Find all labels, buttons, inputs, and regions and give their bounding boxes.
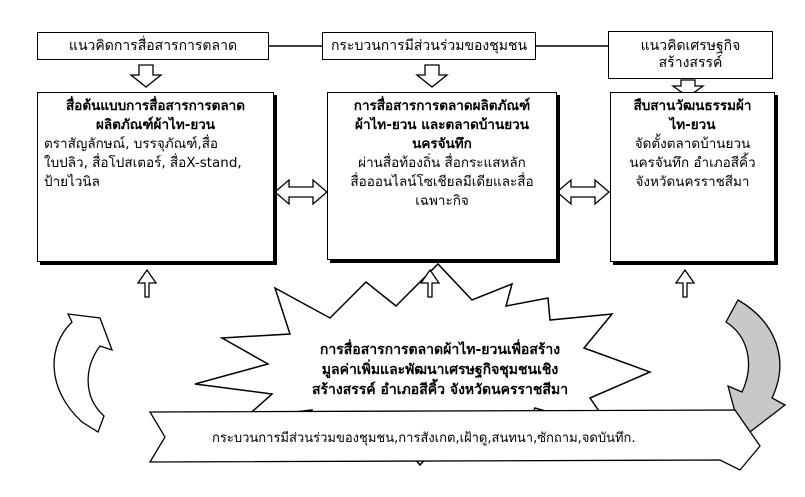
down-arrow-icon	[415, 64, 449, 88]
center-goal-text: การสื่อสารการตลาดผ้าไท-ยวนเพื่อสร้าง มูล…	[290, 340, 590, 400]
box-marketing-communication-title-3: นครจันทึก	[412, 136, 472, 152]
box-cultural-heritage-body-1: จัดตั้งตลาดบ้านยวน	[634, 136, 751, 152]
header-marketing-concept-label: แนวคิดการสื่อสารการตลาด	[68, 37, 238, 54]
center-goal-line1: การสื่อสารการตลาดผ้าไท-ยวนเพื่อสร้าง	[319, 342, 561, 358]
box-marketing-communication-title-1: การสื่อสารการตลาดผลิตภัณฑ์	[353, 98, 531, 114]
box-prototype-media-title-2: ผลิตภัณฑ์ผ้าไท-ยวน	[95, 117, 216, 133]
curved-arrow-left-icon	[53, 313, 114, 433]
box-prototype-media-body-3: ป้ายไวนิล	[44, 174, 100, 190]
center-goal-line2: มูลค่าเพิ่มและพัฒนาเศรษฐกิจชุมชนเชิง	[321, 362, 559, 378]
down-arrow-icon	[129, 64, 163, 88]
bottom-banner-shape	[148, 409, 761, 471]
down-arrow-icon	[671, 79, 705, 98]
header-community-participation-label: กระบวนการมีส่วนร่วมของชุมชน	[330, 37, 528, 54]
box-prototype-media-body-1: ตราสัญลักษณ์, บรรจุภัณฑ์,สื่อ	[44, 136, 219, 152]
up-arrow-icon	[136, 268, 158, 298]
box-marketing-communication-body-2: สื่อออนไลน์โซเชียลมีเดียและสื่อ	[350, 174, 534, 190]
box-marketing-communication-body-1: ผ่านสื่อท้องถิ่น สื่อกระแสหลัก	[358, 155, 526, 171]
bottom-banner-text: กระบวนการมีส่วนร่วมของชุมชน,การสังเกต,เฝ…	[212, 431, 636, 446]
box-prototype-media-title-1: สื่อต้นแบบการสื่อสารการตลาด	[65, 98, 245, 114]
curved-arrow-right-icon	[725, 299, 787, 440]
double-arrow-icon	[274, 178, 328, 206]
box-cultural-heritage-body-3: จังหวัดนครราชสีมา	[635, 174, 750, 190]
header-marketing-concept: แนวคิดการสื่อสารการตลาด	[37, 32, 269, 60]
double-arrow-icon	[556, 178, 610, 206]
box-prototype-media-body-2: ใบปลิว, สื่อโปสเตอร์, สื่อX-stand,	[44, 155, 242, 171]
center-goal-line3: สร้างสรรค์ อำเภอสีคิ้ว จังหวัดนครราชสีมา	[311, 382, 569, 398]
header-community-participation: กระบวนการมีส่วนร่วมของชุมชน	[322, 32, 536, 60]
header-creative-economy-line2: สร้างสรรค์	[658, 55, 723, 71]
header-creative-economy-line1: แนวคิดเศรษฐกิจ	[640, 38, 741, 54]
box-marketing-communication-body-3: เฉพาะกิจ	[415, 193, 469, 209]
box-cultural-heritage-body-2: นครจันทึก อำเภอสีคิ้ว	[629, 155, 756, 171]
box-marketing-communication-title-2: ผ้าไท-ยวน และตลาดบ้านยวน	[355, 117, 529, 133]
up-arrow-icon	[419, 268, 441, 298]
box-marketing-communication: การสื่อสารการตลาดผลิตภัณฑ์ ผ้าไท-ยวน และ…	[327, 92, 557, 260]
up-arrow-icon	[674, 268, 696, 298]
box-cultural-heritage-title-2: ไท-ยวน	[669, 117, 716, 133]
box-cultural-heritage-title-1: สืบสานวัฒนธรรมผ้า	[633, 98, 752, 114]
box-prototype-media: สื่อต้นแบบการสื่อสารการตลาด ผลิตภัณฑ์ผ้า…	[37, 92, 274, 262]
box-cultural-heritage: สืบสานวัฒนธรรมผ้า ไท-ยวน จัดตั้งตลาดบ้าน…	[610, 92, 775, 262]
header-creative-economy: แนวคิดเศรษฐกิจ สร้างสรรค์	[608, 31, 773, 79]
